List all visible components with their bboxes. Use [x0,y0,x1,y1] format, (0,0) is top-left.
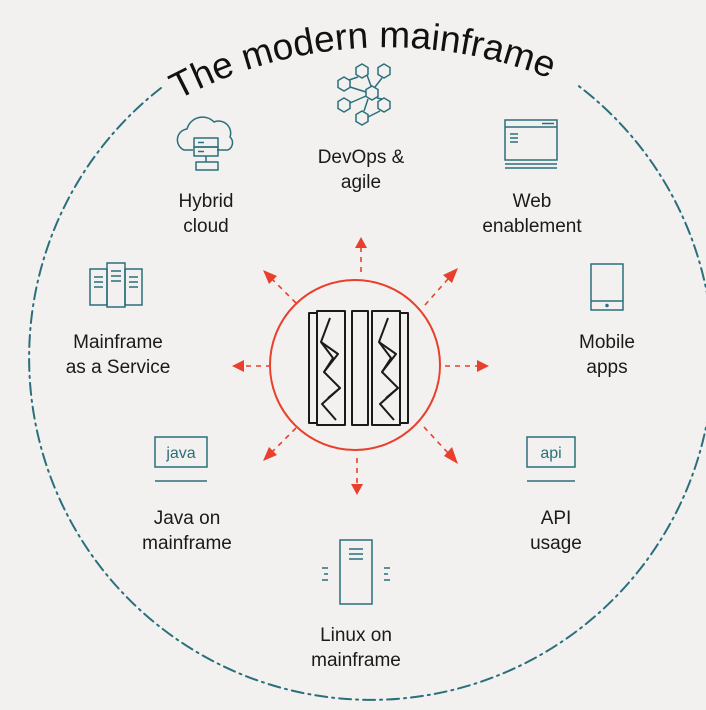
label-mobile-line1: Mobile [579,332,635,353]
outer-boundary-circle [28,83,706,701]
diagram-title: The modern mainframe [163,14,562,107]
label-java-line1: Java on [153,508,221,529]
label-hybrid-line1: Hybrid [178,191,234,212]
label-maas-line1: Mainframe [73,332,163,353]
label-linux-line1: Linux on [320,625,392,646]
label-web-enablement: Web enablement [482,189,581,239]
label-api-line2: usage [530,533,582,554]
label-maas-line2: as a Service [65,357,171,378]
browser-window-icon [504,119,558,169]
label-devops-line2: agile [340,172,382,193]
label-api-usage: API usage [530,506,582,556]
label-api-line1: API [540,508,572,529]
arrow-down-right [423,426,458,464]
api-icon-text: api [540,445,561,462]
label-hybrid-cloud: Hybrid cloud [179,189,234,239]
label-mobile-line2: apps [586,357,628,378]
label-hybrid-line2: cloud [183,216,229,237]
label-mainframe-as-a-service: Mainframe as a Service [66,330,171,380]
cloud-server-icon [176,116,234,171]
java-icon-text: java [165,445,195,462]
label-java-on-mainframe: Java on mainframe [142,506,232,556]
arrow-right [445,360,489,372]
server-stack-icon [89,262,143,308]
arrow-up [355,237,367,272]
api-box-icon [526,436,576,482]
label-linux-line2: mainframe [311,650,401,671]
spoke-arrows [232,237,489,495]
label-web-line1: Web [512,191,552,212]
center-circle [269,279,441,451]
mobile-phone-icon [590,263,624,311]
arrow-down-left [263,427,297,461]
arrow-down [351,458,363,495]
label-web-line2: enablement [482,216,582,237]
linux-server-icon [322,539,390,605]
label-devops: DevOps & agile [318,145,405,195]
mainframe-icon [308,310,409,426]
label-linux-on-mainframe: Linux on mainframe [311,623,401,673]
arrow-up-left [263,270,297,304]
label-mobile-apps: Mobile apps [579,330,635,380]
hexagon-network-icon [337,63,391,126]
label-devops-line1: DevOps & [317,147,405,168]
arrow-left [232,360,271,372]
label-java-line2: mainframe [142,533,232,554]
arrow-up-right [424,268,458,306]
java-code-icon [154,436,208,482]
